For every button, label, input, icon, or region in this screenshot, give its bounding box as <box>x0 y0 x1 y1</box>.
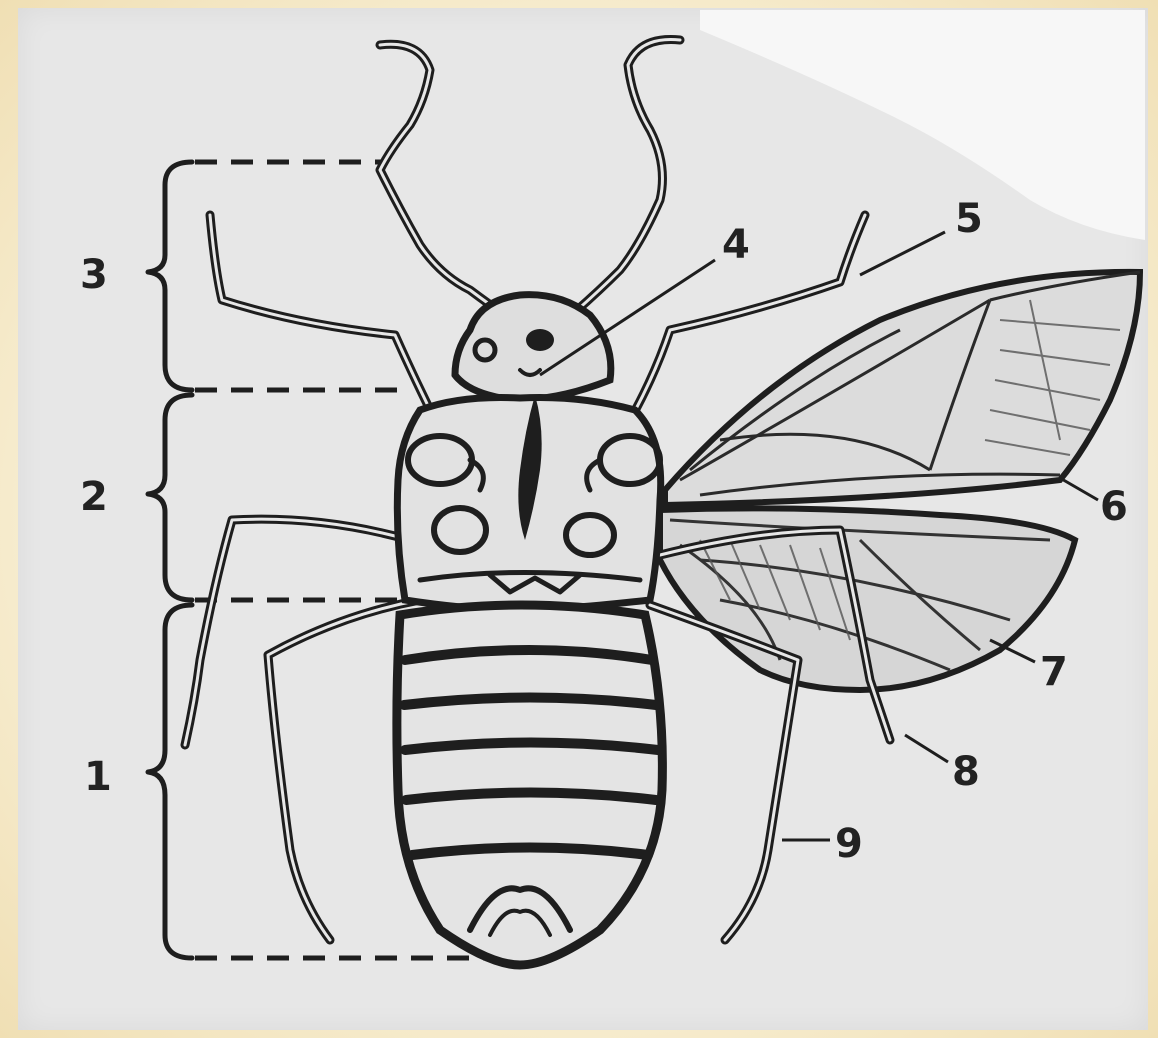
label-4: 4 <box>722 222 750 268</box>
label-6: 6 <box>1100 484 1128 530</box>
antennae <box>380 40 680 315</box>
brace-thorax <box>148 395 192 600</box>
label-7: 7 <box>1040 649 1068 695</box>
brace-abdomen <box>148 605 192 958</box>
thorax <box>397 395 660 610</box>
brace-head <box>148 162 192 390</box>
head <box>455 295 611 400</box>
label-3: 3 <box>80 252 108 298</box>
label-9: 9 <box>835 821 863 867</box>
label-2: 2 <box>80 474 108 520</box>
label-1: 1 <box>84 754 112 800</box>
paper-highlight <box>700 10 1145 240</box>
label-5: 5 <box>955 196 983 242</box>
abdomen <box>397 605 663 965</box>
compound-eye <box>526 329 554 351</box>
label-8: 8 <box>952 749 980 795</box>
forewing <box>665 272 1140 505</box>
